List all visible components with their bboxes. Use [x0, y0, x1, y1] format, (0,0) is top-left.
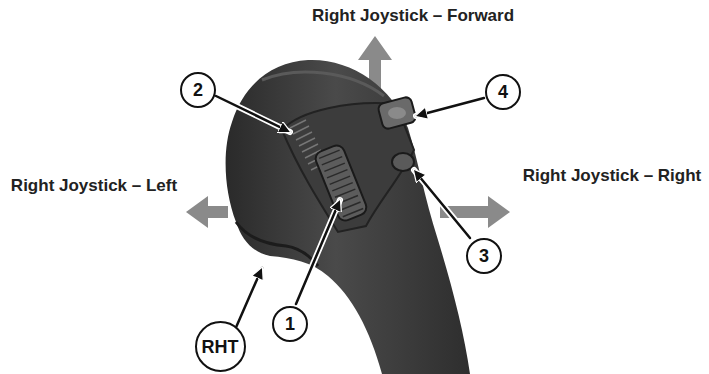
leader-1	[296, 200, 340, 304]
callout-number: 2	[193, 81, 203, 99]
grip-highlight	[262, 72, 384, 96]
mini-joystick	[377, 96, 417, 130]
thumbwheel-ridges	[319, 150, 363, 217]
callout-circle: 1	[272, 306, 308, 342]
callout-number: 1	[285, 315, 295, 333]
leader-rht	[234, 268, 262, 332]
thumbwheel	[313, 143, 369, 223]
grip-chin	[236, 222, 318, 266]
callout-circle: 3	[466, 238, 502, 274]
callout-number: RHT	[202, 338, 239, 356]
callout-number: 3	[479, 247, 489, 265]
push-button	[392, 153, 414, 171]
mini-joystick-cap	[388, 107, 406, 119]
leader-lines	[216, 96, 484, 332]
left-arrow	[186, 196, 228, 228]
direction-label: Right Joystick – Left	[4, 176, 184, 196]
callout-number: 4	[498, 83, 508, 101]
leader-2	[216, 96, 290, 132]
joystick-grip	[226, 60, 470, 374]
leader-4	[416, 98, 484, 116]
callout-circle: 2	[180, 72, 216, 108]
callout-circle: RHT	[195, 321, 246, 372]
direction-label: Right Joystick – Forward	[253, 6, 573, 26]
leader-3	[414, 170, 470, 238]
direction-label: Right Joystick – Right	[520, 166, 705, 186]
callout-circle: 4	[485, 74, 521, 110]
